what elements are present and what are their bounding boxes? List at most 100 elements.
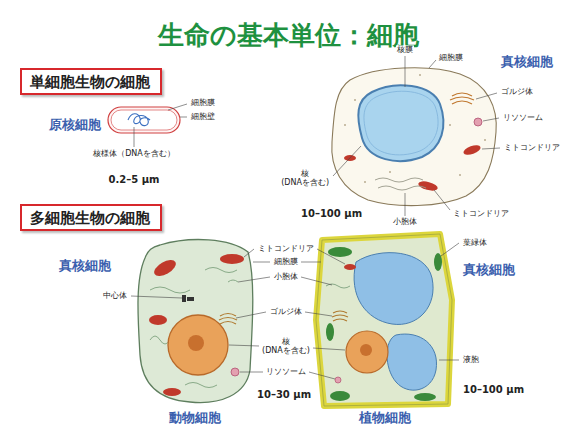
part-label: 液胞 — [462, 355, 480, 364]
animal-cell — [150, 336, 170, 344]
eukaryote-cell — [450, 93, 474, 104]
part-label: 細胞膜 — [438, 53, 464, 62]
plant-cell — [332, 311, 348, 321]
leader-lines — [229, 345, 259, 346]
part-label: 細胞膜 — [190, 98, 216, 107]
prokaryote-cell — [128, 114, 150, 126]
animal-cell — [231, 368, 239, 376]
plant-cell — [332, 315, 348, 317]
part-label: 核 (DNAを含む) — [280, 169, 330, 187]
animal-cell — [185, 383, 217, 388]
animal-cell — [182, 295, 186, 302]
leader-lines — [244, 249, 254, 257]
animal-cell — [150, 268, 238, 388]
animal-cell — [220, 322, 236, 325]
eukaryote-cell — [452, 101, 472, 104]
section-box: 単細胞生物の細胞 — [20, 68, 162, 95]
plant-cell — [333, 319, 347, 321]
plant-cell — [360, 344, 372, 356]
eukaryote-cell — [364, 181, 366, 183]
prokaryote-cell — [108, 107, 180, 133]
prokaryote-cell — [111, 110, 177, 130]
leader-lines — [483, 118, 499, 121]
eukaryote-cell — [459, 174, 461, 176]
leader-lines — [131, 296, 182, 298]
eukaryote-cell — [419, 74, 421, 76]
part-label: ゴルジ体 — [500, 87, 534, 96]
part-label: リソソーム — [265, 367, 307, 376]
size-label: 10–30 μm — [256, 389, 312, 401]
plant-cell — [316, 234, 452, 406]
leader-lines — [301, 277, 332, 285]
animal-cell — [187, 297, 194, 301]
part-label: ミトコンドリア — [452, 209, 510, 218]
eukaryote-cell — [332, 68, 496, 206]
part-label: 核膜 — [396, 45, 414, 54]
size-label: 10–100 μm — [300, 208, 363, 220]
eukaryote-cell — [375, 178, 426, 190]
eukaryote-cell — [354, 99, 356, 101]
part-label: 核 (DNAを含む) — [261, 337, 311, 355]
plant-cell — [344, 264, 356, 270]
animal-cell — [205, 268, 237, 273]
animal-cell — [228, 280, 238, 282]
leader-lines — [405, 193, 406, 216]
eukaryote-cell — [344, 74, 486, 183]
animal-cell — [138, 240, 253, 403]
part-label: 葉緑体 — [462, 238, 488, 247]
leader-lines — [253, 262, 270, 263]
animal-cell — [219, 314, 237, 325]
eukaryote-cell — [389, 171, 391, 173]
eukaryote-cell — [450, 97, 474, 100]
plant-cell — [333, 311, 347, 313]
section-heading: 単細胞生物の細胞 — [30, 73, 150, 92]
animal-cell — [138, 240, 253, 403]
page-title: 生命の基本単位：細胞 — [0, 20, 576, 51]
leader-lines — [180, 117, 187, 118]
eukaryote-cell — [332, 68, 496, 206]
part-label: ゴルジ体 — [269, 307, 303, 316]
cell-type-label: 真核細胞 — [58, 259, 112, 274]
leader-lines — [439, 360, 459, 361]
leader-lines — [309, 372, 335, 379]
leader-lines — [441, 243, 459, 256]
leader-lines — [168, 104, 187, 110]
leader-lines — [238, 277, 270, 282]
section-heading: 多細胞生物の細胞 — [30, 209, 150, 228]
plant-cell — [346, 331, 388, 373]
leader-lines — [301, 262, 321, 263]
leader-lines — [134, 127, 135, 147]
part-label: リソソーム — [502, 113, 544, 122]
leader-lines — [476, 93, 497, 99]
eukaryote-cell — [364, 91, 438, 155]
animal-cell — [152, 257, 179, 279]
plant-cell — [330, 391, 350, 401]
part-label: 中心体 — [102, 291, 128, 300]
part-label: 細胞膜 — [273, 257, 299, 266]
part-label: ミトコンドリア — [257, 244, 315, 253]
cell-type-label: 真核細胞 — [500, 55, 554, 70]
eukaryote-cell — [358, 85, 443, 161]
animal-cell — [220, 314, 236, 317]
animal-cell — [168, 315, 228, 375]
cell-type-label: 原核細胞 — [48, 118, 102, 133]
plant-cell — [354, 253, 433, 325]
plant-cell — [326, 323, 334, 341]
cell-type-label: 植物細胞 — [358, 411, 412, 426]
section-box: 多細胞生物の細胞 — [20, 204, 162, 231]
part-label: 小胞体 — [392, 217, 418, 226]
eukaryote-cell — [375, 178, 423, 182]
animal-cell — [219, 318, 237, 321]
cell-type-label: 真核細胞 — [462, 263, 516, 278]
leader-lines — [429, 60, 436, 68]
animal-cell — [150, 287, 190, 293]
plant-cell — [414, 393, 436, 401]
animal-cell — [220, 254, 244, 264]
eukaryote-cell — [474, 118, 482, 126]
leader-lines — [317, 249, 345, 264]
part-label: ミトコンドリア — [503, 143, 561, 152]
eukaryote-cell — [449, 124, 451, 126]
eukaryote-cell — [344, 124, 346, 126]
leader-lines — [131, 56, 500, 379]
